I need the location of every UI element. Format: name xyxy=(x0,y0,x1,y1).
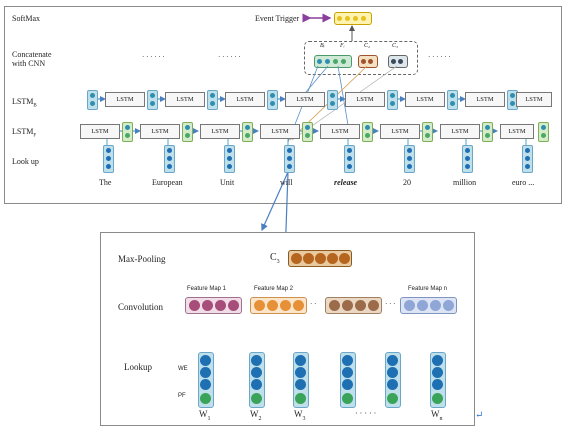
feature-map-1-label: Feature Map 1 xyxy=(187,286,227,292)
lstm-b-cell: LSTM xyxy=(105,92,145,107)
lstm-b-cell: LSTM xyxy=(285,92,325,107)
lstm-f-hidden-vector xyxy=(302,122,313,142)
lstm-b-hidden-vector xyxy=(447,90,458,110)
lookup-label-bottom: Lookup xyxy=(124,362,152,372)
lookup-vector xyxy=(224,145,235,173)
word-label-w1: W1 xyxy=(199,409,211,422)
word-token: European xyxy=(152,178,183,187)
lookup-column-w1 xyxy=(198,352,214,408)
lookup-vector xyxy=(462,145,473,173)
lstm-f-hidden-vector xyxy=(538,122,549,142)
lstm-f-cell: LSTM xyxy=(500,124,534,139)
feature-map-2-label: Feature Map 2 xyxy=(254,286,294,292)
lstm-f-hidden-vector xyxy=(182,122,193,142)
lstm-b-hidden-vector xyxy=(387,90,398,110)
lookup-vector xyxy=(164,145,175,173)
lookup-column xyxy=(385,352,401,408)
lstm-b-hidden-vector xyxy=(87,90,98,110)
feature-map-n-label: Feature Map n xyxy=(408,286,448,292)
lstm-f-hidden-vector xyxy=(482,122,493,142)
feature-map-3 xyxy=(325,297,382,314)
softmax-label: SoftMax xyxy=(12,14,40,23)
lstm-f-cell: LSTM xyxy=(260,124,300,139)
lookup-column-w2 xyxy=(249,352,265,408)
lstm-f-cell: LSTM xyxy=(440,124,480,139)
concat-label: Concatenate with CNN xyxy=(12,50,52,68)
lstm-f-hidden-vector xyxy=(362,122,373,142)
word-label-w2: W2 xyxy=(250,409,262,422)
word-label-ellipsis: · · · · · xyxy=(355,409,377,418)
concat-label-fi: Fᵢ xyxy=(340,43,345,49)
lookup-column-wn xyxy=(430,352,446,408)
pf-label: PF xyxy=(178,393,186,399)
feature-map-2 xyxy=(250,297,307,314)
lstm-b-cell: LSTM xyxy=(225,92,265,107)
lstm-f-label: LSTMF xyxy=(12,127,37,139)
convolution-label: Convolution xyxy=(118,302,164,312)
concat-label-c2: C₂ xyxy=(364,43,371,49)
word-token: will xyxy=(280,178,293,187)
lookup-vector xyxy=(103,145,114,173)
lstm-f-hidden-vector xyxy=(122,122,133,142)
lookup-vector xyxy=(284,145,295,173)
word-token: 20 xyxy=(403,178,411,187)
concat-vector-bf xyxy=(314,55,352,68)
c3-vector xyxy=(288,250,352,267)
word-token: euro ... xyxy=(512,178,535,187)
lookup-vector xyxy=(404,145,415,173)
lstm-b-hidden-vector xyxy=(267,90,278,110)
feature-map-1 xyxy=(185,297,242,314)
lstm-f-cell: LSTM xyxy=(380,124,420,139)
concatenate-block xyxy=(304,41,418,75)
cnn-panel xyxy=(100,232,475,426)
lstm-b-label: LSTMB xyxy=(12,97,37,109)
max-pooling-label: Max-Pooling xyxy=(118,254,166,264)
event-trigger-label: Event Trigger xyxy=(255,14,300,23)
lstm-f-cell: LSTM xyxy=(200,124,240,139)
we-label: WE xyxy=(178,366,188,372)
lstm-b-cell: LSTM xyxy=(516,92,552,107)
concat-vector-c3 xyxy=(388,55,408,68)
lookup-column xyxy=(340,352,356,408)
lstm-b-cell: LSTM xyxy=(405,92,445,107)
lstm-b-hidden-vector xyxy=(207,90,218,110)
concat-label-c3: C₃ xyxy=(392,43,399,49)
lookup-vector xyxy=(522,145,533,173)
lstm-f-hidden-vector xyxy=(422,122,433,142)
lstm-b-cell: LSTM xyxy=(165,92,205,107)
ellipsis: · · · · · · xyxy=(428,53,451,61)
lstm-f-cell: LSTM xyxy=(140,124,180,139)
lstm-f-cell: LSTM xyxy=(80,124,120,139)
feature-map-n xyxy=(400,297,457,314)
lookup-label: Look up xyxy=(12,157,39,166)
word-token: The xyxy=(99,178,112,187)
concat-vector-c2 xyxy=(358,55,378,68)
lstm-b-cell: LSTM xyxy=(345,92,385,107)
concat-label-bi: Bᵢ xyxy=(320,43,325,49)
lstm-f-cell: LSTM xyxy=(320,124,360,139)
feature-ellipsis: · · · xyxy=(385,300,396,308)
lookup-column-w3 xyxy=(293,352,309,408)
lstm-f-hidden-vector xyxy=(242,122,253,142)
word-label-w3: W3 xyxy=(294,409,306,422)
c3-label: C3 xyxy=(270,252,280,265)
lstm-b-cell: LSTM xyxy=(465,92,505,107)
feature-ellipsis: · · xyxy=(310,300,317,308)
trigger-output-vector xyxy=(334,12,372,25)
lstm-b-hidden-vector xyxy=(327,90,338,110)
word-token: release xyxy=(334,178,358,187)
word-token: Unit xyxy=(220,178,235,187)
ellipsis: · · · · · · xyxy=(142,53,165,61)
lstm-b-hidden-vector xyxy=(147,90,158,110)
word-label-wn: Wn xyxy=(431,409,443,422)
ellipsis: · · · · · · xyxy=(218,53,241,61)
lookup-vector xyxy=(344,145,355,173)
word-token: million xyxy=(453,178,477,187)
return-mark: ↵ xyxy=(475,410,484,421)
